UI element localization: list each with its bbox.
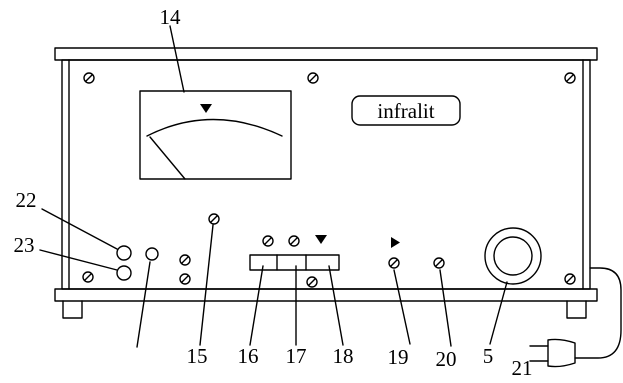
panel-screw-b: [179, 273, 191, 285]
meter-scale-arc: [146, 118, 283, 137]
adjust-screw-20: [433, 257, 445, 269]
switch-screw-2: [288, 235, 300, 247]
meter-down-triangle-icon: [200, 104, 212, 113]
meter-needle: [149, 136, 186, 180]
corner-screw-bottom-right: [564, 273, 576, 285]
main-knob-outer: [484, 227, 542, 285]
knob-right-triangle-icon: [391, 237, 400, 248]
leader-14: [169, 25, 185, 93]
leader-5: [489, 281, 508, 345]
switch-bank: [249, 254, 340, 271]
callout-20: 20: [436, 347, 457, 371]
callout-14: 14: [160, 5, 182, 29]
leader-20: [439, 269, 452, 347]
leader-16: [249, 265, 264, 346]
main-knob-inner: [493, 236, 533, 276]
callout-23: 23: [14, 233, 35, 257]
jack-23: [116, 265, 132, 281]
adjust-screw-19: [388, 257, 400, 269]
left-foot: [62, 300, 83, 319]
right-foot: [566, 300, 587, 319]
leader-19: [393, 269, 411, 345]
leader-22: [41, 208, 118, 250]
trim-screw-15: [208, 213, 220, 225]
callout-17: 17: [286, 344, 307, 368]
callout-15: 15: [187, 344, 208, 368]
corner-screw-bottom-left: [82, 271, 94, 283]
leader-18: [328, 265, 344, 346]
callout-19: 19: [388, 345, 409, 369]
brand-plate: [351, 95, 461, 126]
corner-screw-top-center: [307, 72, 319, 84]
leader-23: [39, 249, 118, 271]
analog-meter: [139, 90, 292, 180]
switch-down-triangle-icon: [315, 235, 327, 244]
switch-screw-1: [262, 235, 274, 247]
callout-16: 16: [238, 344, 259, 368]
leader-15: [199, 224, 214, 346]
lamp-leader: [136, 261, 151, 348]
switch-screw-3: [306, 276, 318, 288]
power-cord: [574, 267, 622, 359]
plug-body: [547, 338, 576, 368]
housing-base: [54, 288, 598, 302]
callout-5: 5: [483, 344, 494, 368]
callout-18: 18: [333, 344, 354, 368]
callout-21: 21: [512, 356, 533, 378]
corner-screw-top-left: [83, 72, 95, 84]
callout-22: 22: [16, 188, 37, 212]
panel-screw-a: [179, 254, 191, 266]
jack-22: [116, 245, 132, 261]
housing-top-lid: [54, 47, 598, 61]
corner-screw-top-right: [564, 72, 576, 84]
brand-label: infralit: [377, 99, 434, 123]
indicator-lamp: [145, 247, 159, 261]
